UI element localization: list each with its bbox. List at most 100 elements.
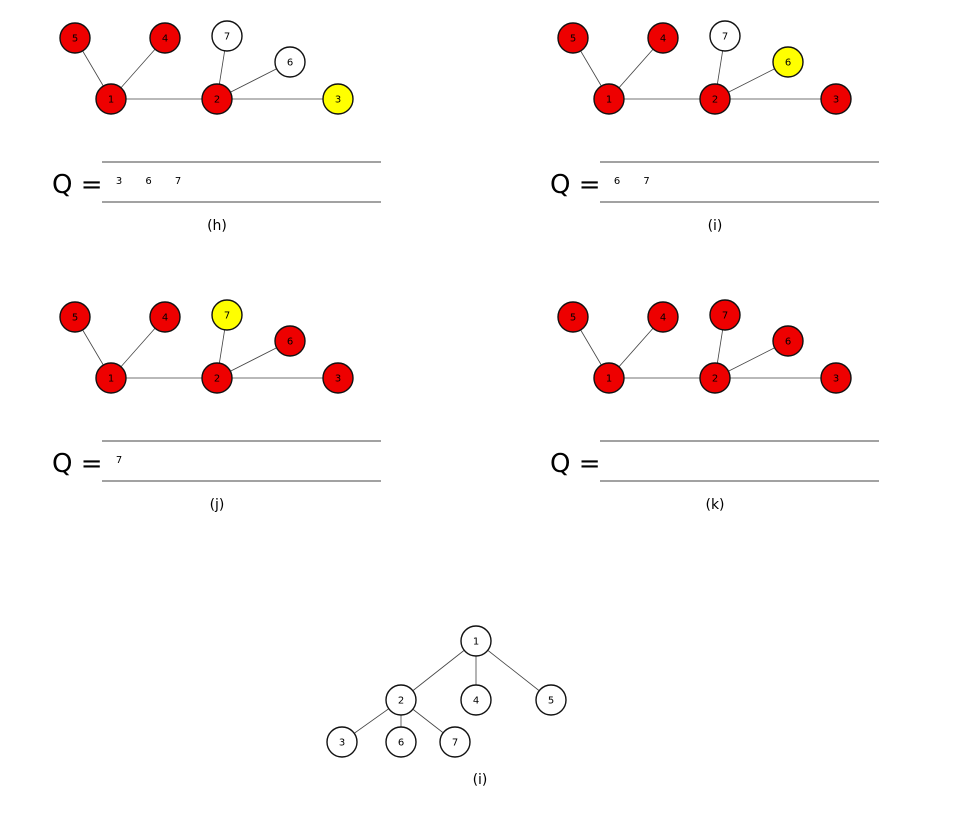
node-label: 5 — [570, 34, 576, 45]
queue: Q = — [550, 440, 879, 482]
node-label: 7 — [722, 32, 728, 43]
graph-node-6: 6 — [274, 325, 306, 357]
node-label: 6 — [398, 738, 404, 749]
graph-node-7: 7 — [211, 299, 243, 331]
node-label: 2 — [214, 95, 220, 106]
graph-node-6: 6 — [772, 325, 804, 357]
graph-node-1: 1 — [593, 83, 625, 115]
graph-node-2: 2 — [201, 362, 233, 394]
graph-node-4: 4 — [149, 22, 181, 54]
graph-node-3: 3 — [322, 83, 354, 115]
node-circle — [647, 301, 679, 333]
node-circle — [149, 22, 181, 54]
node-label: 7 — [224, 311, 230, 322]
graph-node-3: 3 — [820, 83, 852, 115]
node-label: 2 — [712, 95, 718, 106]
node-label: 1 — [473, 637, 479, 648]
node-circle — [274, 46, 306, 78]
graph-node-3: 3 — [322, 362, 354, 394]
node-circle — [95, 83, 127, 115]
queue: Q =7 — [52, 440, 381, 482]
panel-caption: (k) — [705, 497, 724, 513]
node-label: 4 — [162, 313, 168, 324]
node-label: 6 — [785, 337, 791, 348]
node-label: 1 — [108, 374, 114, 385]
node-label: 4 — [473, 696, 479, 707]
node-circle — [59, 22, 91, 54]
node-label: 7 — [452, 738, 458, 749]
node-label: 2 — [398, 696, 404, 707]
node-circle — [95, 362, 127, 394]
graph-node-2: 2 — [699, 83, 731, 115]
node-label: 3 — [335, 374, 341, 385]
node-label: 7 — [722, 311, 728, 322]
tree-caption: (i) — [473, 772, 488, 788]
node-circle — [201, 83, 233, 115]
queue-item: 6 — [145, 176, 151, 187]
node-label: 5 — [72, 313, 78, 324]
panel-caption: (j) — [210, 497, 225, 513]
graph-node-5: 5 — [59, 301, 91, 333]
node-label: 3 — [335, 95, 341, 106]
node-circle — [647, 22, 679, 54]
graph-node-7: 7 — [211, 20, 243, 52]
node-label: 4 — [660, 313, 666, 324]
node-label: 1 — [108, 95, 114, 106]
node-circle — [326, 726, 358, 758]
node-circle — [772, 46, 804, 78]
bfs-tree: 1 2 4 5 3 6 7 (i) — [326, 625, 567, 788]
node-circle — [322, 83, 354, 115]
node-circle — [772, 325, 804, 357]
node-circle — [820, 83, 852, 115]
node-label: 5 — [72, 34, 78, 45]
graph-node-6: 6 — [274, 46, 306, 78]
graph-node-4: 4 — [647, 22, 679, 54]
panel-caption: (i) — [708, 218, 723, 234]
tree-node-4: 4 — [460, 684, 492, 716]
graph-node-1: 1 — [593, 362, 625, 394]
graph-node-2: 2 — [201, 83, 233, 115]
tree-node-5: 5 — [535, 684, 567, 716]
node-label: 1 — [606, 374, 612, 385]
node-circle — [201, 362, 233, 394]
tree-edge-1-5 — [475, 640, 552, 701]
panel-k: 1 2 3 4 5 6 7 Q = (k) — [550, 299, 879, 513]
node-label: 4 — [660, 34, 666, 45]
tree-node-7: 7 — [439, 726, 471, 758]
panel-caption: (h) — [207, 218, 227, 234]
node-circle — [211, 20, 243, 52]
queue-label: Q = — [550, 449, 601, 479]
node-label: 5 — [570, 313, 576, 324]
node-label: 2 — [712, 374, 718, 385]
node-label: 5 — [548, 696, 554, 707]
node-label: 3 — [833, 95, 839, 106]
queue-item: 6 — [614, 176, 620, 187]
node-circle — [557, 22, 589, 54]
queue-item: 7 — [116, 455, 122, 466]
node-label: 6 — [287, 58, 293, 69]
node-label: 4 — [162, 34, 168, 45]
node-circle — [460, 625, 492, 657]
graph-node-5: 5 — [557, 22, 589, 54]
graph-node-3: 3 — [820, 362, 852, 394]
tree-node-6: 6 — [385, 726, 417, 758]
node-circle — [274, 325, 306, 357]
node-circle — [211, 299, 243, 331]
tree-node-3: 3 — [326, 726, 358, 758]
node-circle — [149, 301, 181, 333]
graph-node-5: 5 — [557, 301, 589, 333]
node-circle — [593, 362, 625, 394]
graph-node-1: 1 — [95, 83, 127, 115]
queue-item: 3 — [116, 176, 122, 187]
node-circle — [535, 684, 567, 716]
node-label: 6 — [785, 58, 791, 69]
node-circle — [385, 684, 417, 716]
graph-node-4: 4 — [647, 301, 679, 333]
node-label: 1 — [606, 95, 612, 106]
node-circle — [557, 301, 589, 333]
